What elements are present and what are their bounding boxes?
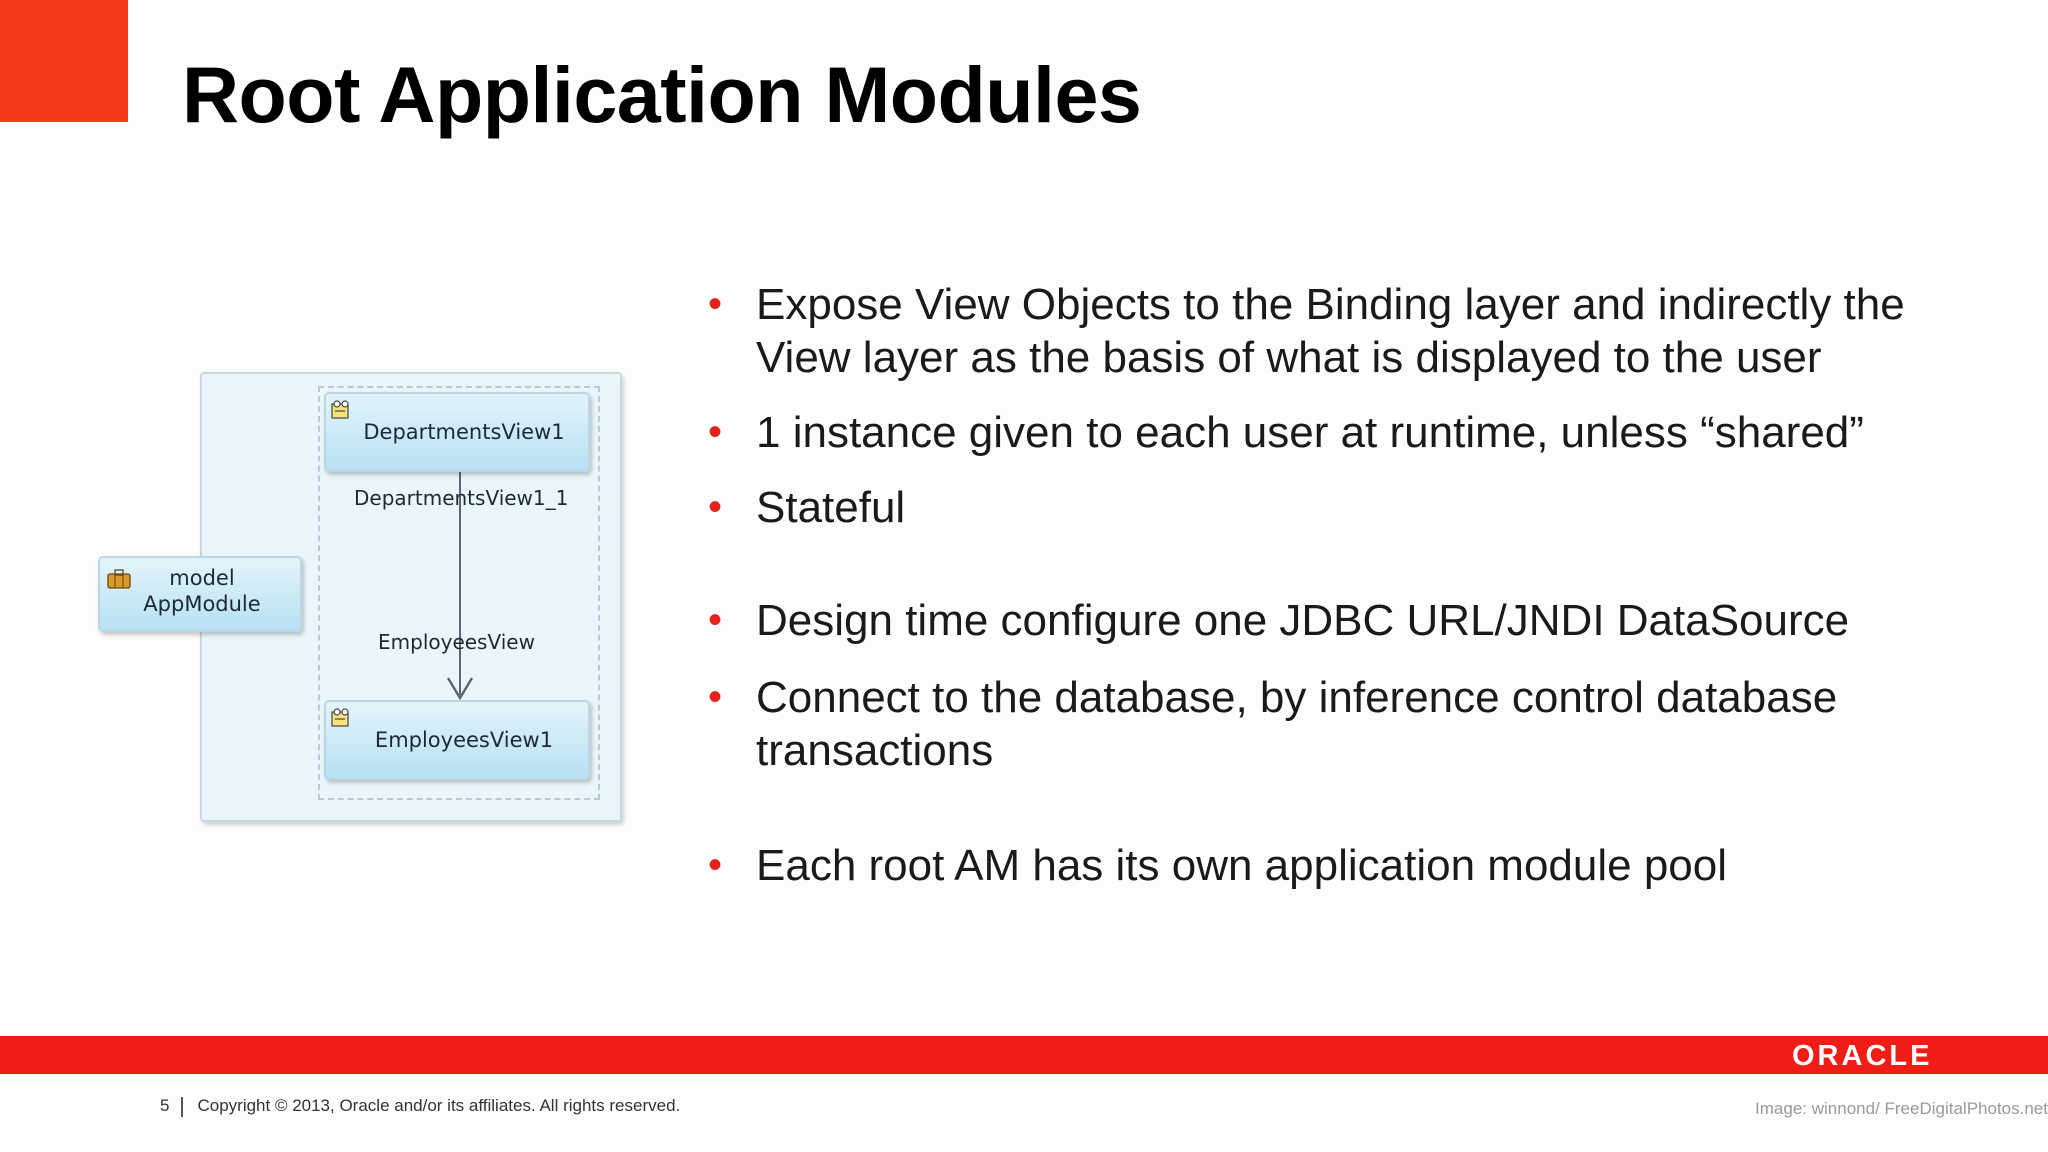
bullet-dot: • <box>708 843 723 887</box>
bullet-item: • Stateful <box>700 481 2000 534</box>
view-link-target-label: EmployeesView <box>378 630 535 654</box>
bullet-list: • Expose View Objects to the Binding laye… <box>700 278 2000 892</box>
view-object-icon <box>331 708 349 727</box>
departments-view-node[interactable]: DepartmentsView1 <box>324 392 590 472</box>
data-model-diagram: DepartmentsView1 DepartmentsView1_1 Empl… <box>96 370 636 830</box>
bullet-item: • Design time configure one JDBC URL/JNDI… <box>700 594 2000 647</box>
footer-divider <box>181 1096 184 1117</box>
app-module-package-label: model <box>169 566 235 590</box>
bullet-dot: • <box>708 485 723 529</box>
view-link-group <box>318 386 600 800</box>
departments-view-label: DepartmentsView1 <box>363 420 565 444</box>
bullet-text: Design time configure one JDBC URL/JNDI … <box>756 596 1850 645</box>
slide-title: Root Application Modules <box>182 50 1142 139</box>
bullet-dot: • <box>708 675 723 719</box>
bullet-item: • Expose View Objects to the Binding laye… <box>700 278 2000 384</box>
page-number: 5 <box>160 1096 170 1115</box>
bullet-item: • 1 instance given to each user at runtim… <box>700 406 2000 459</box>
oracle-logo: ORACLE <box>1792 1040 1933 1072</box>
bullet-dot: • <box>708 410 723 454</box>
footer-text: 5 Copyright © 2013, Oracle and/or its aff… <box>160 1096 680 1117</box>
bullet-text: Connect to the database, by inference co… <box>756 673 1838 775</box>
bullet-item: • Each root AM has its own application mo… <box>700 839 2000 892</box>
copyright-text: Copyright © 2013, Oracle and/or its affi… <box>197 1096 681 1115</box>
corner-accent <box>0 0 128 122</box>
bullet-dot: • <box>708 598 723 642</box>
view-link-source-label: DepartmentsView1_1 <box>354 486 569 510</box>
view-object-icon <box>331 400 349 419</box>
image-credit: Image: winnond/ FreeDigitalPhotos.net <box>1755 1099 2048 1118</box>
app-module-node[interactable]: model AppModule <box>98 556 302 632</box>
bullet-item: • Connect to the database, by inference c… <box>700 671 2000 777</box>
footer-bar <box>0 1036 2048 1074</box>
bullet-text: 1 instance given to each user at runtime… <box>756 408 1864 457</box>
application-module-icon <box>107 569 131 589</box>
employees-view-node[interactable]: EmployeesView1 <box>324 700 590 780</box>
bullet-text: Stateful <box>756 483 906 532</box>
bullet-text: Each root AM has its own application mod… <box>756 841 1728 890</box>
bullet-text: Expose View Objects to the Binding layer… <box>756 280 1905 382</box>
bullet-dot: • <box>708 282 723 326</box>
app-module-name-label: AppModule <box>143 592 261 616</box>
employees-view-label: EmployeesView1 <box>374 728 554 752</box>
view-link-arrow <box>446 470 474 701</box>
